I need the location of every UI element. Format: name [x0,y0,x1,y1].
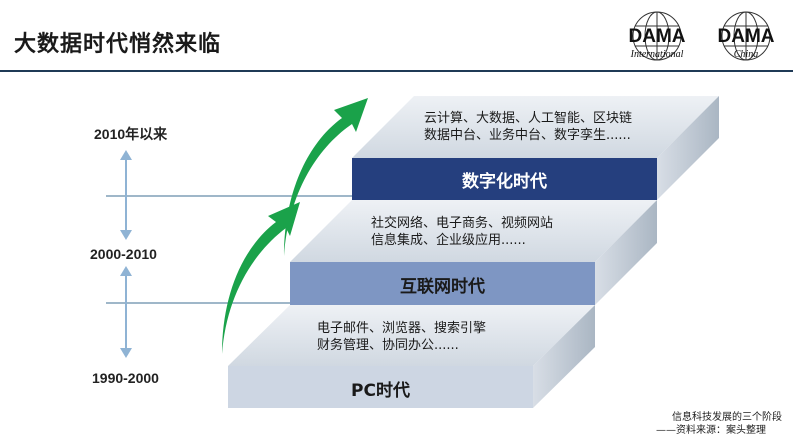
growth-arrow-icon [284,98,368,256]
logo-sub-text: China [734,49,758,60]
band-label-pc: PC时代 [351,381,410,401]
step-digital-top [352,96,719,158]
band-label-digital: 数字化时代 [462,172,547,192]
band-label-net: 互联网时代 [400,277,485,297]
step-digital-side [657,96,719,200]
desc-line: 数据中台、业务中台、数字孪生...... [424,128,631,143]
era-label: 1990-2000 [92,370,159,386]
era-label: 2000-2010 [90,246,157,262]
step-net-top [290,200,657,262]
stage-pc-desc: 电子邮件、浏览器、搜索引擎 财务管理、协同办公...... [317,320,486,354]
dama-international-logo: DAMA International [629,11,686,61]
growth-arrow-icon [222,202,300,354]
timeline-arrow [120,150,132,240]
step-pc-side [533,305,595,408]
note-line: 信息科技发展的三个阶段 [672,412,782,423]
logo-sub-text: International [630,49,684,60]
globe-icon [632,11,682,61]
step-net-side [595,200,657,305]
desc-line: 信息集成、企业级应用...... [371,233,526,248]
header-divider [0,70,793,72]
source-note: 信息科技发展的三个阶段 ——资料来源：案头整理 [656,411,782,437]
stage-digital-desc: 云计算、大数据、人工智能、区块链 数据中台、业务中台、数字孪生...... [424,110,632,144]
step-pc-band [228,366,533,408]
note-line: ——资料来源：案头整理 [656,425,766,436]
step-net-band [290,262,595,305]
logo-main-text: DAMA [718,26,775,47]
step-pc-top [228,305,595,366]
desc-line: 社交网络、电子商务、视频网站 [371,216,554,231]
logo-main-text: DAMA [629,26,686,47]
dama-china-logo: DAMA China [718,11,775,61]
page-title: 大数据时代悄然来临 [14,32,222,57]
desc-line: 电子邮件、浏览器、搜索引擎 [317,321,487,336]
desc-line: 财务管理、协同办公...... [317,338,459,353]
stage-net-desc: 社交网络、电子商务、视频网站 信息集成、企业级应用...... [371,215,553,249]
desc-line: 云计算、大数据、人工智能、区块链 [424,111,633,126]
globe-icon [721,11,771,61]
era-label: 2010年以来 [94,126,168,142]
step-digital-band [352,158,657,200]
timeline-arrow [120,266,132,358]
